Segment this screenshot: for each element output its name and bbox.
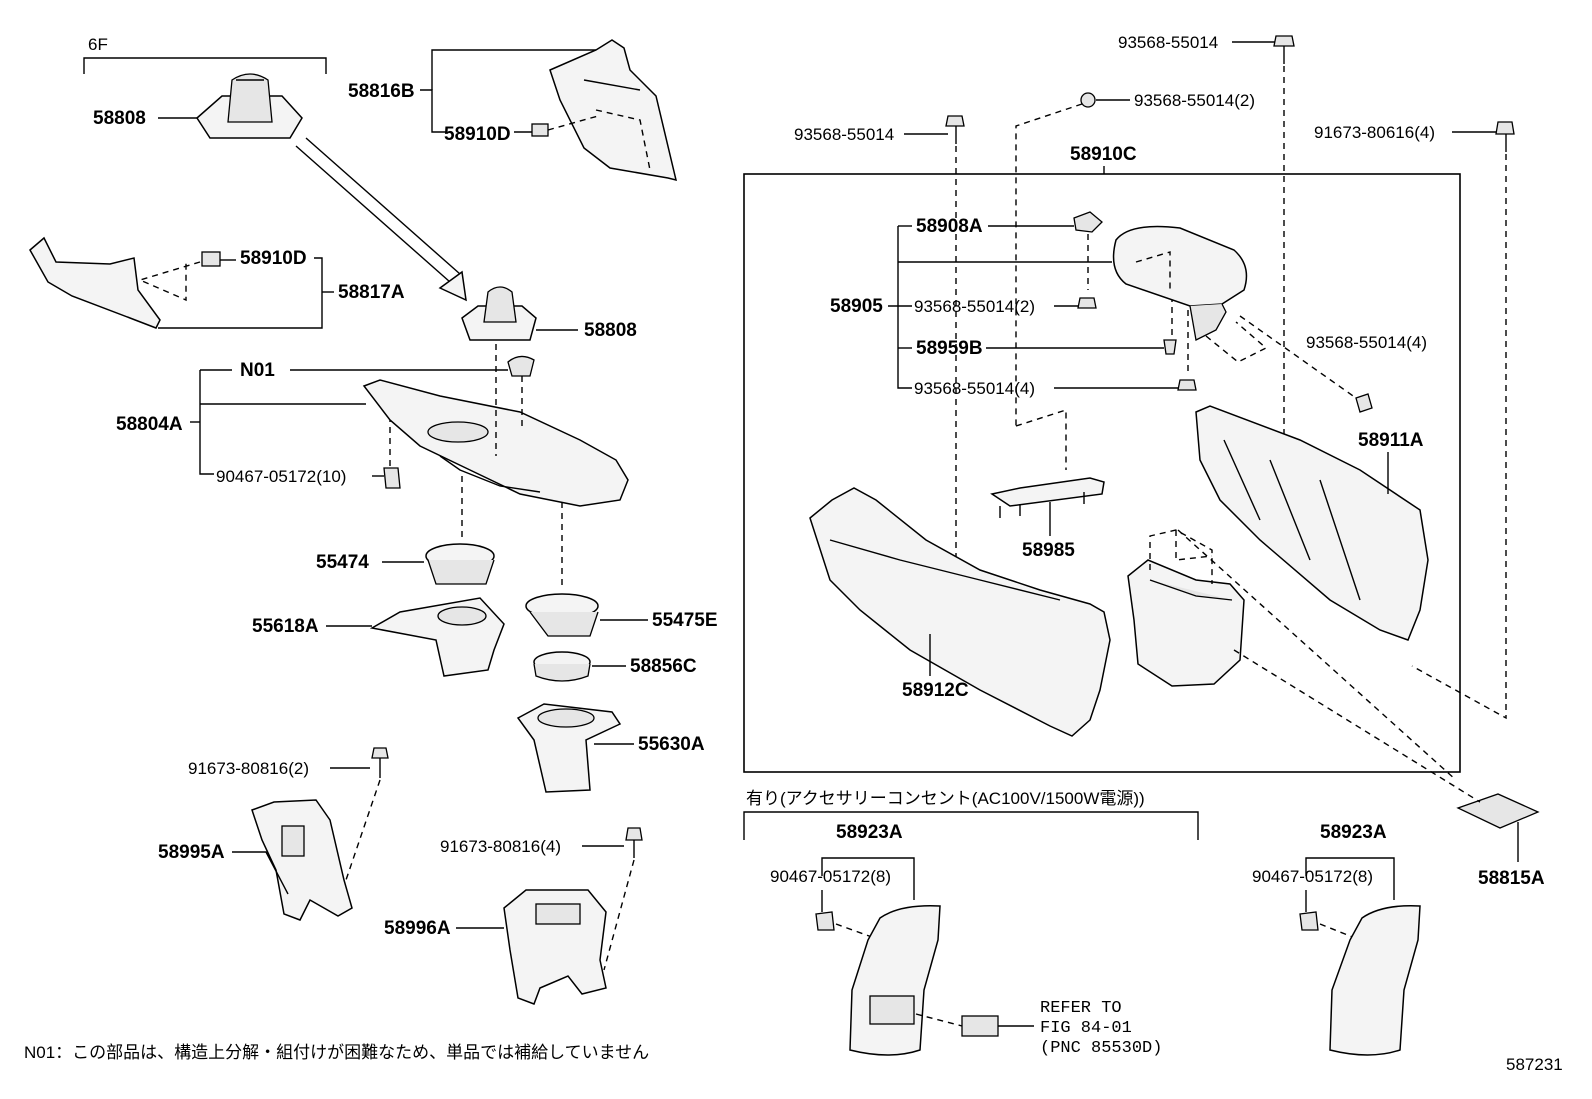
part-label-58995A: 58995A	[158, 842, 225, 863]
assembly-arrow	[295, 137, 467, 302]
side-cover-58923A-a	[849, 905, 941, 1056]
part-label-91673-80616: 91673-80616(4)	[1314, 123, 1435, 142]
part-label-58923A-b: 58923A	[1320, 822, 1387, 843]
group-6f-bracket: 6F	[83, 35, 327, 74]
upper-side-panel	[549, 39, 678, 182]
side-cover-58923A-b	[1329, 905, 1421, 1056]
bolt-93568-top	[1273, 35, 1295, 47]
bracket-58996A	[503, 889, 607, 1005]
cup-liner-55630A	[516, 703, 622, 793]
side-panel-58911A	[1195, 405, 1429, 641]
part-label-58804A: 58804A	[116, 414, 183, 435]
clip-90467-10	[383, 467, 401, 489]
armrest-lid	[1112, 225, 1248, 341]
shift-boot-top	[196, 73, 303, 139]
mat-58815A	[1456, 793, 1540, 829]
part-label-55474: 55474	[316, 552, 369, 573]
part-label-55630A: 55630A	[638, 734, 705, 755]
part-label-58816B: 58816B	[348, 81, 415, 102]
part-label-58908A: 58908A	[916, 216, 983, 237]
bolt-93568-2b	[1077, 297, 1097, 309]
inner-storage-box	[1127, 559, 1245, 687]
part-label-93568-2a: 93568-55014(2)	[1134, 91, 1255, 110]
part-label-N01: N01	[240, 360, 275, 381]
part-label-90467-10: 90467-05172(10)	[216, 467, 346, 486]
cup-ring-55474	[425, 543, 495, 585]
cup-holder-55618A	[369, 597, 505, 677]
part-label-58856C: 58856C	[630, 656, 697, 677]
refer-line1: REFER TO	[1040, 999, 1122, 1018]
clip-90467-8a	[815, 911, 835, 931]
clip-90467-8b	[1299, 911, 1319, 931]
bracket-58908A	[1073, 211, 1103, 233]
part-label-93568-4a: 93568-55014(4)	[914, 379, 1035, 398]
part-label-93568-top: 93568-55014	[1118, 33, 1218, 52]
footnote-N01: N01：この部品は、構造上分解・組付けが困難なため、単品では補給していません	[24, 1043, 649, 1062]
part-label-58815A: 58815A	[1478, 868, 1545, 889]
part-label-58912C: 58912C	[902, 680, 969, 701]
part-label-58996A: 58996A	[384, 918, 451, 939]
part-label-58910C: 58910C	[1070, 144, 1137, 165]
part-label-58808-mid: 58808	[584, 320, 637, 341]
console-body-58912C	[809, 487, 1111, 737]
part-label-58808-top: 58808	[93, 108, 146, 129]
part-label-91673-2: 91673-80816(2)	[188, 759, 309, 778]
knob-N01	[507, 355, 535, 377]
clip-58959B	[1163, 339, 1177, 355]
bolt-93568-4b	[1355, 393, 1373, 413]
shift-boot-mid	[461, 286, 537, 341]
group-label-6f: 6F	[88, 35, 108, 54]
clip-58910D-b	[201, 251, 221, 267]
bolt-93568-2a	[1080, 92, 1096, 108]
refer-line2: FIG 84-01	[1040, 1019, 1132, 1038]
bolt-91673-80616	[1495, 121, 1515, 135]
option-heading: 有り(アクセサリーコンセント(AC100V/1500W電源))	[746, 789, 1145, 808]
bolt-93568-left	[945, 115, 965, 127]
clip-58910D-a	[531, 123, 549, 137]
part-label-58910D-b: 58910D	[240, 248, 307, 269]
figure-id: 587231	[1506, 1055, 1563, 1074]
bolt-93568-4a	[1177, 379, 1197, 391]
part-label-58905: 58905	[830, 296, 883, 317]
part-label-58959B: 58959B	[916, 338, 983, 359]
bolt-91673-4	[625, 827, 643, 841]
part-label-93568-left: 93568-55014	[794, 125, 894, 144]
part-label-58910D-a: 58910D	[444, 124, 511, 145]
part-label-58911A: 58911A	[1358, 430, 1424, 451]
part-label-90467-8a: 90467-05172(8)	[770, 867, 891, 886]
refer-line3: (PNC 85530D)	[1040, 1039, 1162, 1058]
bracket-58995A	[251, 799, 353, 921]
part-label-93568-2b: 93568-55014(2)	[914, 297, 1035, 316]
part-label-91673-4: 91673-80816(4)	[440, 837, 561, 856]
part-label-55475E: 55475E	[652, 610, 718, 631]
rail-58985	[990, 477, 1105, 518]
part-label-58985: 58985	[1022, 540, 1075, 561]
part-label-90467-8b: 90467-05172(8)	[1252, 867, 1373, 886]
bolt-91673-2	[371, 747, 389, 759]
outlet-socket	[961, 1015, 999, 1037]
cup-ring-55475E	[525, 593, 599, 637]
assembly-frame-58910C	[743, 173, 1461, 773]
part-label-58817A: 58817A	[338, 282, 405, 303]
mat-58856C	[533, 651, 591, 682]
part-label-55618A: 55618A	[252, 616, 319, 637]
lower-side-panel	[29, 236, 161, 329]
part-label-93568-4b: 93568-55014(4)	[1306, 333, 1427, 352]
part-label-58923A-a: 58923A	[836, 822, 903, 843]
